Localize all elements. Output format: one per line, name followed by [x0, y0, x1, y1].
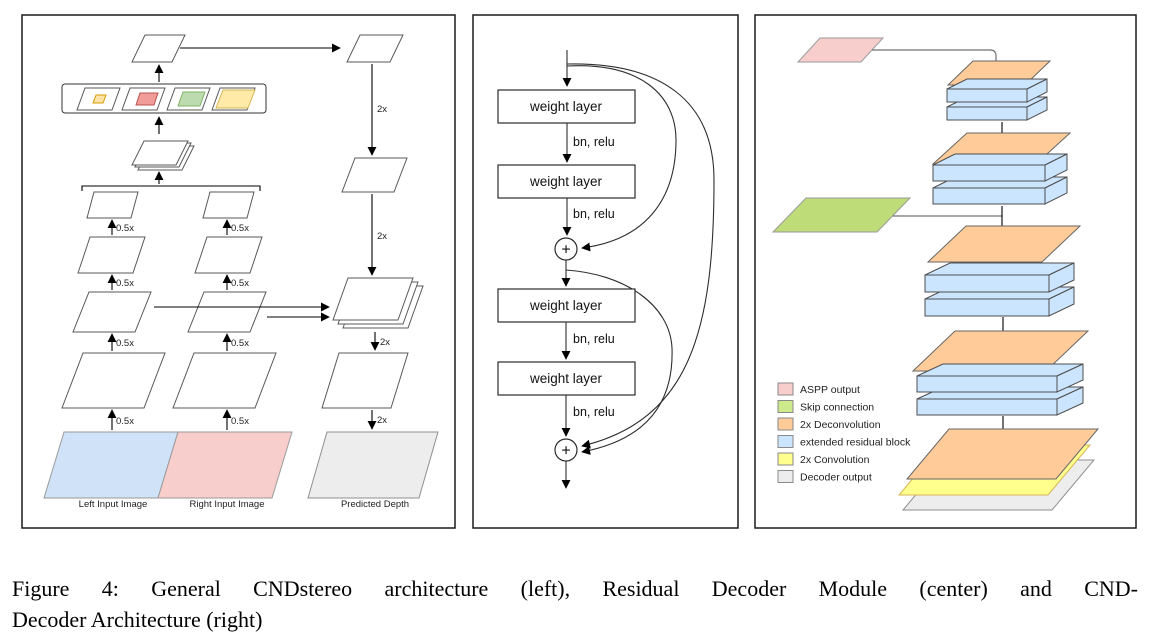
- right-feature-row-b: [194, 236, 263, 274]
- downscale-label-right-4: 0.5x: [231, 416, 249, 427]
- plus-icon-2: +: [561, 443, 570, 460]
- downscale-label-left-2: 0.5x: [116, 278, 134, 289]
- predicted-depth-label: Predicted Depth: [341, 499, 409, 510]
- downscale-label-right-3: 0.5x: [231, 338, 249, 349]
- left-panel-cndstereo-architecture: 0.5x 0.5x 0.5x 0.5x 0.5x 0.5x 0.5x 0.5x …: [21, 14, 456, 529]
- legend-label-deconvolution: 2x Deconvolution: [800, 419, 881, 431]
- pyramid-inset-4: [215, 89, 256, 109]
- right-input-image-label: Right Input Image: [190, 499, 265, 510]
- decoder-feature-2: [341, 157, 408, 193]
- figure-caption-line-2: Decoder Architecture (right): [12, 607, 263, 633]
- right-feature-row-d: [172, 352, 277, 409]
- legend-swatch-deconvolution: [777, 417, 794, 431]
- pyramid-inset-2: [135, 92, 159, 106]
- decoder-top-feature-map: [346, 34, 404, 63]
- residual-slab-group-3: [924, 262, 1075, 317]
- downscale-label-right-1: 0.5x: [231, 223, 249, 234]
- bn-relu-label-4: bn, relu: [573, 405, 615, 419]
- bn-relu-label-2: bn, relu: [573, 207, 615, 221]
- right-panel-cnd-decoder-architecture: ASPP output Skip connection 2x Deconvolu…: [754, 14, 1137, 529]
- weight-layer-box-4: [497, 361, 636, 396]
- upscale-label-1: 2x: [377, 104, 387, 115]
- left-feature-row-a: [86, 191, 139, 219]
- decoder-feature-3: [321, 352, 409, 409]
- left-feature-row-c: [72, 291, 152, 333]
- cost-volume: [332, 277, 414, 321]
- legend-swatch-skip: [777, 400, 794, 413]
- deconvolution-plate-3: [926, 225, 1082, 263]
- weight-layer-box-2: [497, 164, 636, 199]
- legend: ASPP output Skip connection 2x Deconvolu…: [777, 382, 911, 484]
- legend-swatch-residual-block: [777, 435, 794, 448]
- legend-swatch-decoder-output: [777, 470, 794, 483]
- legend-label-aspp: ASPP output: [800, 384, 860, 396]
- legend-label-decoder-output: Decoder output: [800, 472, 872, 484]
- weight-layer-label-2: weight layer: [529, 174, 603, 189]
- residual-slab-group-4: [916, 363, 1084, 416]
- weight-layer-box-1: [497, 89, 636, 124]
- pyramid-inset-1: [92, 94, 107, 104]
- aspp-output-shape: [796, 37, 885, 63]
- skip-curve-inner-top: [566, 65, 677, 252]
- downscale-label-left-1: 0.5x: [116, 223, 134, 234]
- weight-layer-label-1: weight layer: [529, 99, 603, 114]
- bn-relu-label-3: bn, relu: [573, 332, 615, 346]
- pyramid-cells-container: [61, 83, 267, 114]
- right-feature-row-a: [202, 191, 255, 219]
- stacked-features: [131, 140, 189, 166]
- skip-curve-outer-top: [566, 63, 715, 449]
- weight-layer-label-3: weight layer: [529, 298, 603, 313]
- figure-caption: Figure 4: General CNDstereo architecture…: [12, 573, 1138, 635]
- center-panel-residual-decoder-module: weight layer bn, relu weight layer bn, r…: [472, 14, 739, 529]
- top-feature-map: [131, 34, 186, 63]
- left-feature-row-d: [61, 352, 166, 409]
- weight-layer-label-4: weight layer: [529, 371, 603, 386]
- merge-bracket: [81, 185, 261, 191]
- left-input-image-label: Left Input Image: [79, 499, 148, 510]
- residual-slab-group-2: [932, 153, 1068, 205]
- upscale-label-3: 2x: [380, 337, 390, 348]
- deconvolution-plate-5: [905, 428, 1100, 480]
- legend-swatch-convolution: [777, 452, 794, 466]
- left-input-image-shape: [43, 431, 179, 499]
- predicted-depth-shape: [307, 431, 439, 499]
- plus-icon-1: +: [561, 242, 570, 259]
- left-feature-row-b: [77, 236, 146, 274]
- figure-4-diagrams: 0.5x 0.5x 0.5x 0.5x 0.5x 0.5x 0.5x 0.5x …: [21, 14, 1137, 529]
- figure-caption-line-1: Figure 4: General CNDstereo architecture…: [12, 576, 1138, 601]
- legend-label-residual-block: extended residual block: [800, 437, 911, 449]
- downscale-label-right-2: 0.5x: [231, 278, 249, 289]
- right-feature-row-c: [187, 291, 267, 333]
- weight-layer-box-3: [497, 288, 636, 323]
- bn-relu-label-1: bn, relu: [573, 135, 615, 149]
- pyramid-inset-3: [177, 91, 206, 107]
- legend-label-convolution: 2x Convolution: [800, 454, 870, 466]
- right-input-image-shape: [157, 431, 293, 499]
- skip-connection-shape: [771, 197, 912, 233]
- aspp-connector: [872, 49, 1001, 72]
- downscale-label-left-4: 0.5x: [116, 416, 134, 427]
- legend-label-skip: Skip connection: [800, 402, 874, 414]
- upscale-label-2: 2x: [377, 231, 387, 242]
- downscale-label-left-3: 0.5x: [116, 338, 134, 349]
- upscale-label-4: 2x: [377, 415, 387, 426]
- skip-curve-middle: [565, 269, 673, 455]
- legend-swatch-aspp: [777, 382, 794, 396]
- residual-slab-group-1: [946, 78, 1048, 121]
